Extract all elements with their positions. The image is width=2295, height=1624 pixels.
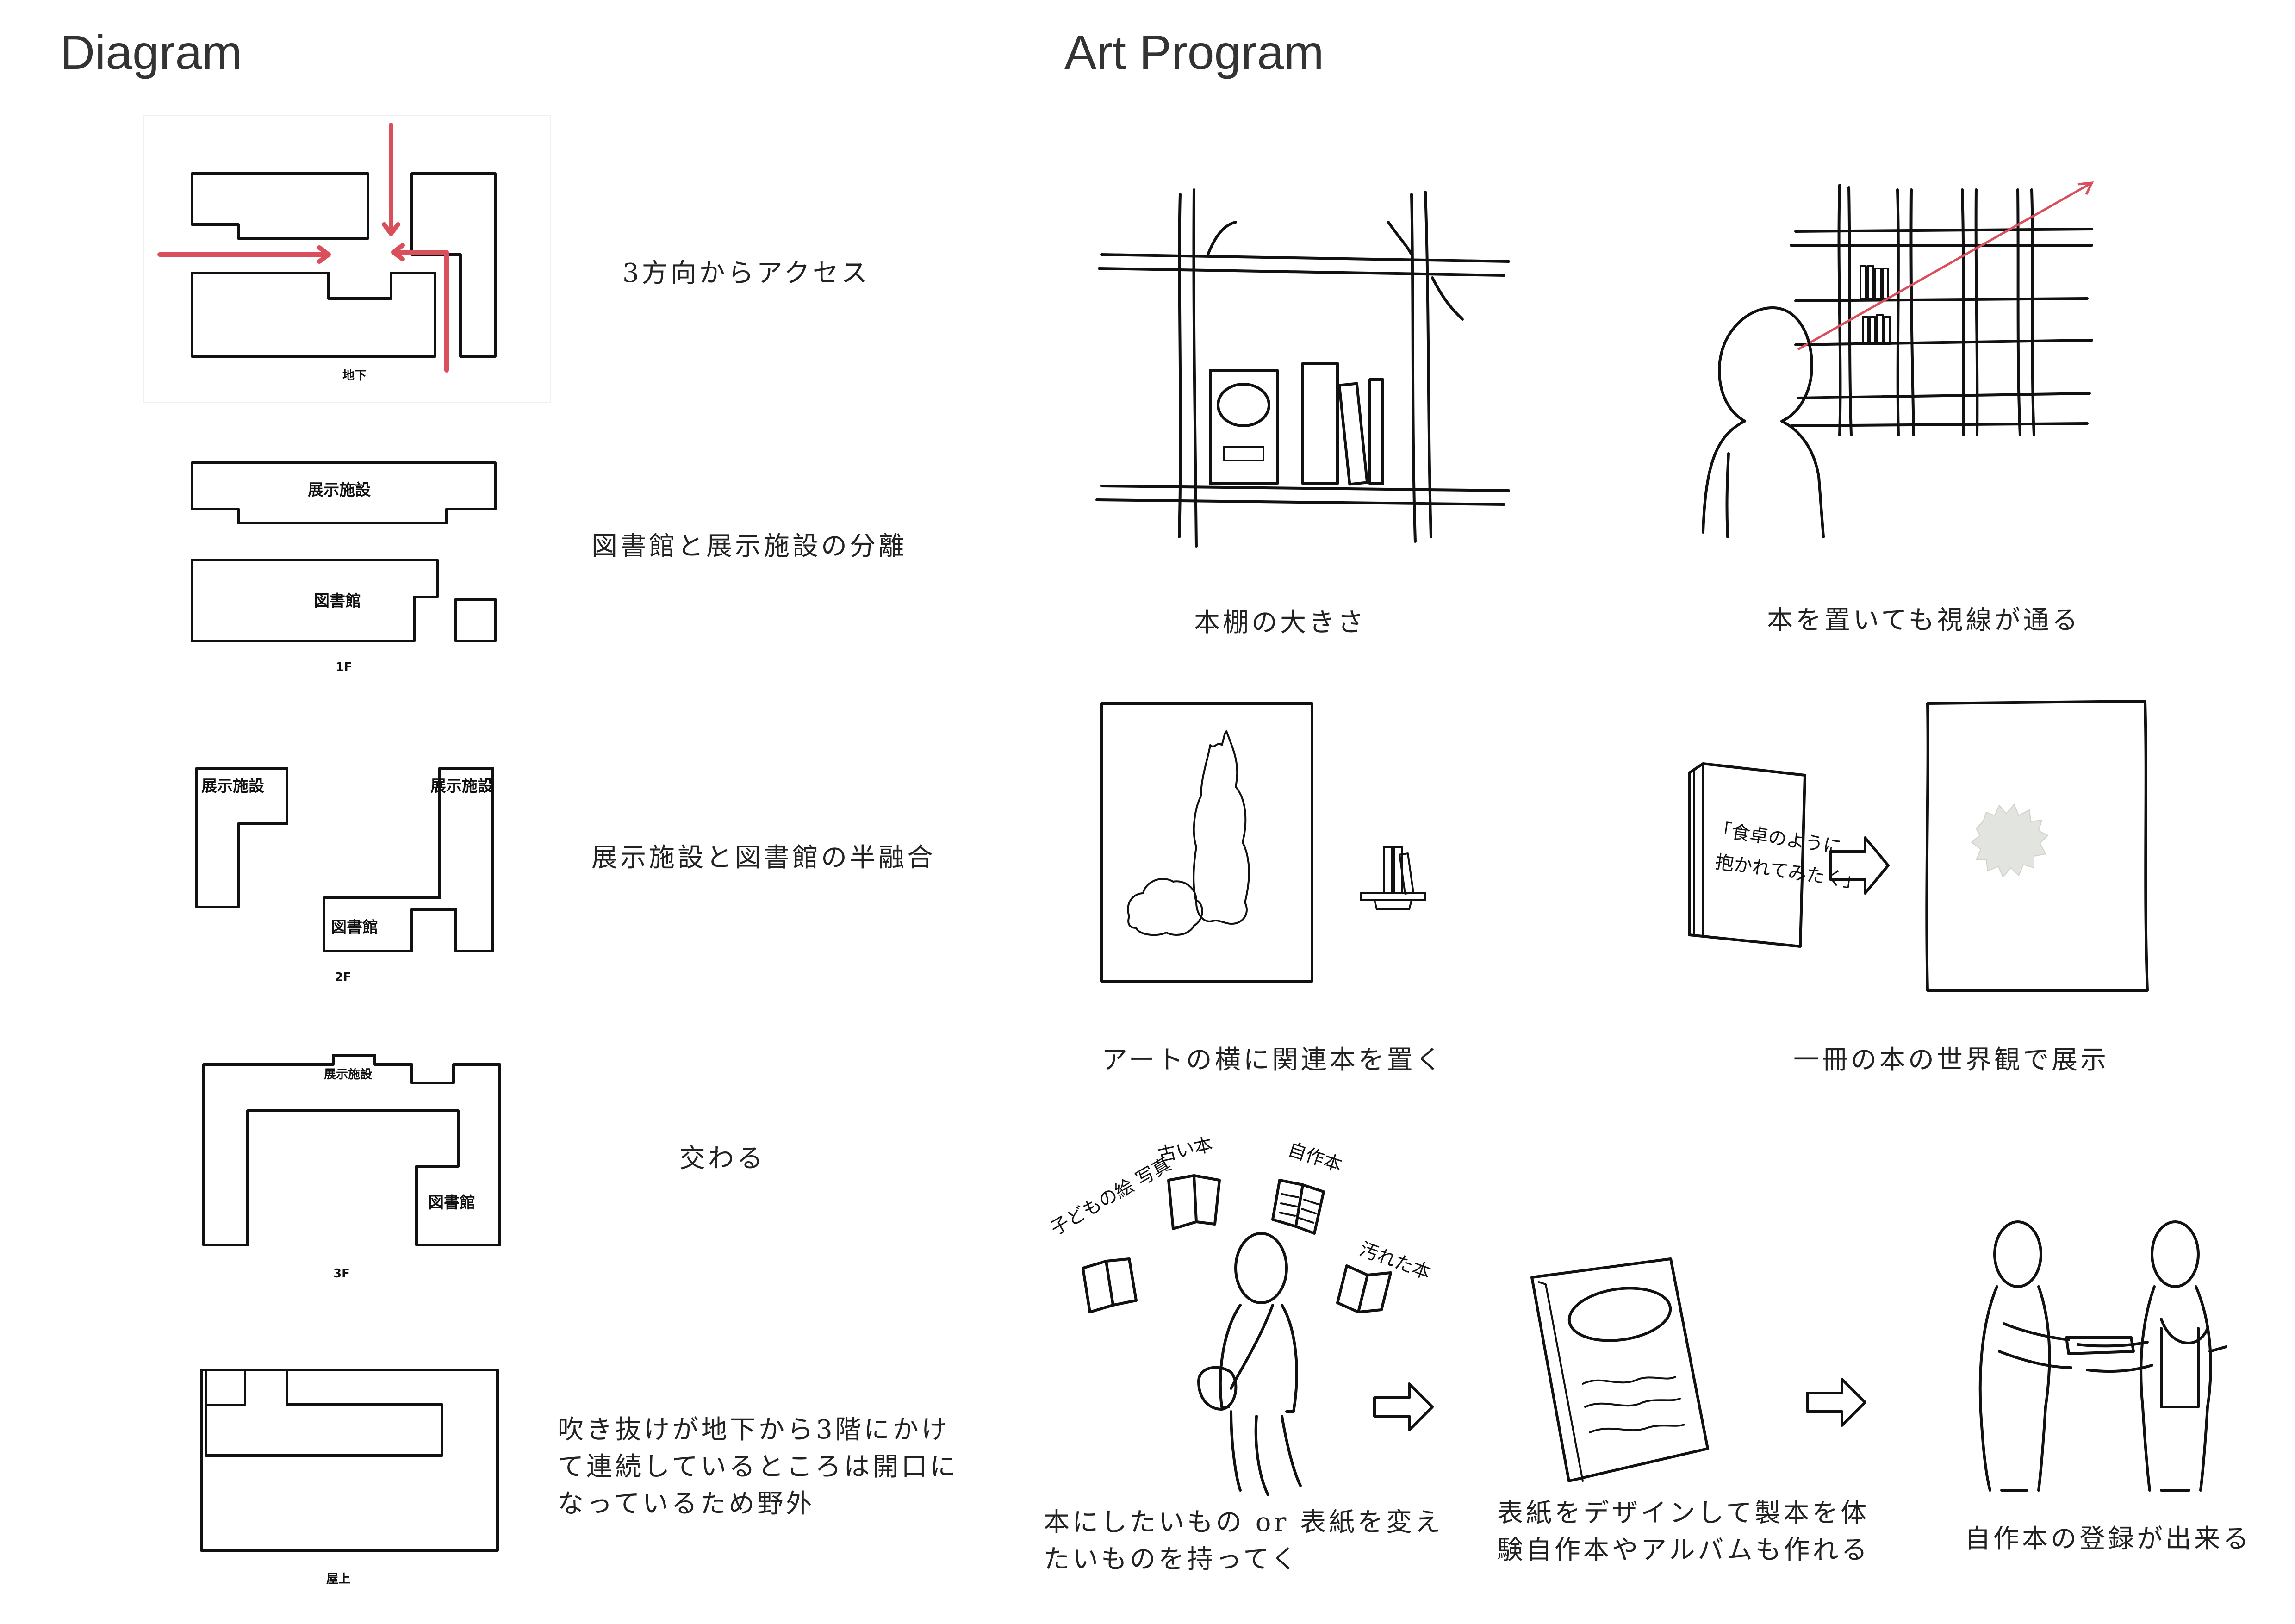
label-exhibition-left: 展示施設 [201, 777, 264, 796]
caption-access: 3方向からアクセス [622, 258, 870, 288]
caption-half-merge: 展示施設と図書館の半融合 [591, 843, 936, 873]
cover-design-book-sketch [1530, 1257, 1709, 1482]
caption-registration: 自作本の登録が出来る [1965, 1524, 2251, 1554]
floor-label-basement: 地下 [342, 369, 367, 383]
sightline-shelf-sketch [1702, 181, 2094, 538]
third-floor-plan-diagram: 展示施設 図書館 3F [202, 1054, 501, 1281]
label-exhibition: 展示施設 [308, 481, 371, 499]
caption-separation: 図書館と展示施設の分離 [591, 531, 907, 561]
label-library-2f: 図書館 [331, 918, 378, 937]
book-worldview-exhibit-sketch: 「食卓のように 抱かれてみたく」 [1688, 700, 2149, 992]
first-floor-plan-diagram: 展示施設 図書館 1F [191, 461, 497, 674]
label-library-3f: 図書館 [428, 1194, 475, 1212]
book-handwriting-line2: 抱かれてみたく」 [1714, 851, 1863, 893]
label-library: 図書館 [314, 592, 361, 610]
caption-bookbinding-experience: 表紙をデザインして製本を体験自作本やアルバムも作れる [1497, 1498, 1870, 1565]
floor-label-2f: 2F [335, 971, 351, 984]
bring-books-sketch: 古い本 自作本 子どもの絵 写真 汚れた本 [1047, 1134, 1434, 1496]
floor-label-rooftop: 屋上 [326, 1572, 350, 1586]
basement-plan-diagram: 地下 [143, 115, 551, 403]
label-self-made-book: 自作本 [1285, 1139, 1344, 1176]
label-exhibition-right: 展示施設 [430, 777, 493, 796]
label-exhibition-3f: 展示施設 [324, 1067, 373, 1082]
caption-bookshelf-size: 本棚の大きさ [1194, 608, 1366, 638]
diagram-heading: Diagram [60, 26, 242, 80]
book-registration-sketch [1978, 1220, 2227, 1492]
caption-book-world: 一冊の本の世界観で展示 [1793, 1045, 2109, 1075]
floor-label-3f: 3F [333, 1267, 350, 1281]
second-floor-plan-diagram: 展示施設 展示施設 図書館 2F [195, 767, 494, 984]
caption-bring-items: 本にしたいもの or 表紙を変えたいものを持ってく [1044, 1507, 1444, 1574]
floor-label-1f: 1F [336, 660, 352, 674]
art-program-heading: Art Program [1064, 26, 1324, 80]
arrow-right-icon [1373, 1382, 1434, 1431]
caption-intersect: 交わる [679, 1144, 765, 1174]
caption-art-and-book: アートの横に関連本を置く [1101, 1045, 1444, 1075]
bookshelf-size-sketch [1095, 188, 1510, 548]
label-child-drawing-photo: 子どもの絵 写真 [1047, 1153, 1175, 1239]
art-with-related-book-sketch [1100, 702, 1426, 983]
arrow-right-icon [1806, 1378, 1866, 1427]
caption-sightline: 本を置いても視線が通る [1767, 605, 2081, 635]
caption-void-open-air: 吹き抜けが地下から3階にかけて連続しているところは開口になっているため野外 [558, 1415, 959, 1519]
rooftop-plan-diagram: 屋上 [200, 1369, 499, 1586]
book-handwriting-line1: 「食卓のように [1712, 819, 1843, 858]
